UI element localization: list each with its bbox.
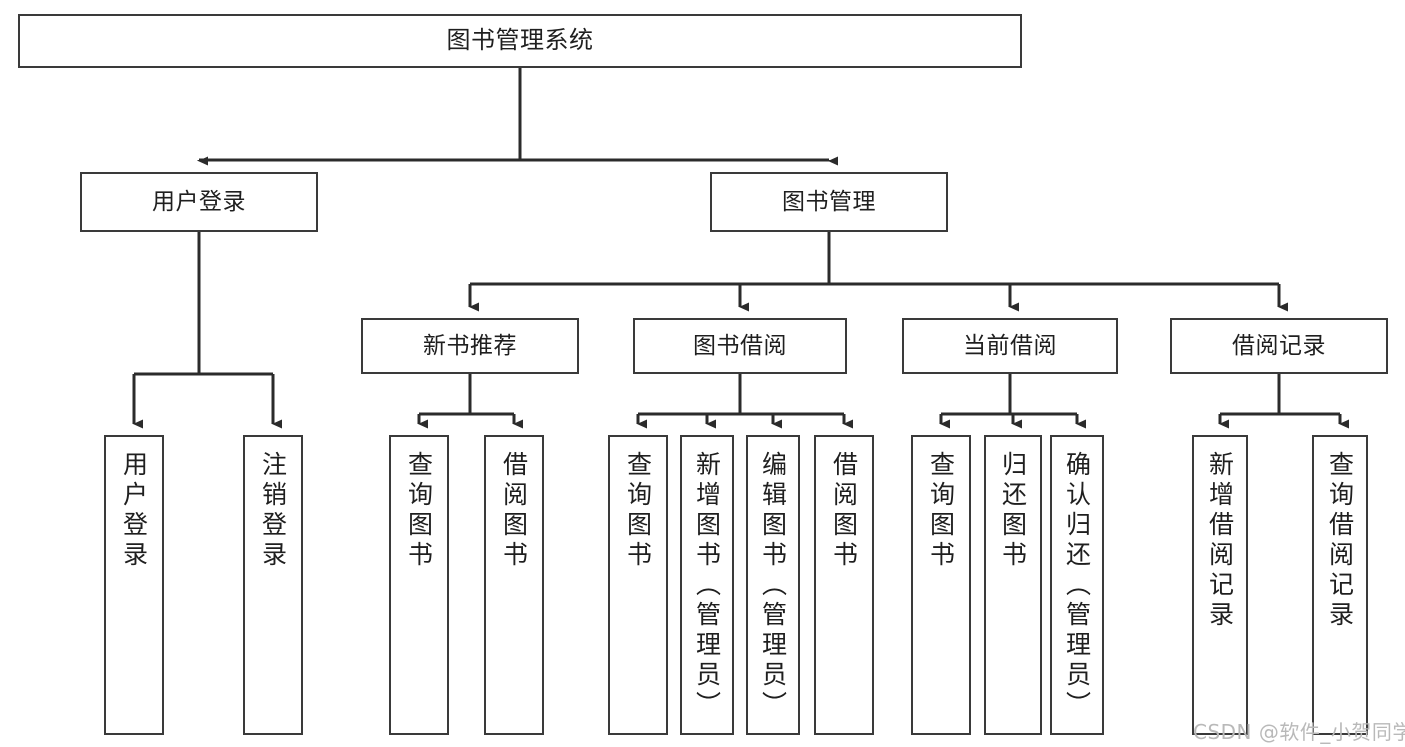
node-label: 新增图书（管理员） (692, 451, 722, 721)
node-label: 图书借阅 (693, 332, 787, 359)
node-current[interactable]: 当前借阅 (902, 318, 1118, 374)
node-root[interactable]: 图书管理系统 (18, 14, 1022, 68)
node-login[interactable]: 用户登录 (80, 172, 318, 232)
node-label: 查询图书 (926, 451, 956, 571)
node-l1[interactable]: 用户登录 (104, 435, 164, 735)
node-label: 查询借阅记录 (1325, 451, 1355, 631)
node-label: 新书推荐 (423, 332, 517, 359)
node-label: 确认归还（管理员） (1062, 451, 1092, 721)
node-label: 当前借阅 (963, 332, 1057, 359)
node-l11[interactable]: 确认归还（管理员） (1050, 435, 1104, 735)
node-label: 用户登录 (119, 451, 149, 571)
node-label: 新增借阅记录 (1205, 451, 1235, 631)
node-label: 图书管理 (782, 188, 876, 215)
node-label: 查询图书 (623, 451, 653, 571)
node-bookmgmt[interactable]: 图书管理 (710, 172, 948, 232)
node-records[interactable]: 借阅记录 (1170, 318, 1388, 374)
node-borrow[interactable]: 图书借阅 (633, 318, 847, 374)
node-l12[interactable]: 新增借阅记录 (1192, 435, 1248, 735)
node-l13[interactable]: 查询借阅记录 (1312, 435, 1368, 735)
node-label: 借阅图书 (499, 451, 529, 571)
node-l6[interactable]: 新增图书（管理员） (680, 435, 734, 735)
node-label: 借阅图书 (829, 451, 859, 571)
node-l2[interactable]: 注销登录 (243, 435, 303, 735)
node-l8[interactable]: 借阅图书 (814, 435, 874, 735)
node-l9[interactable]: 查询图书 (911, 435, 971, 735)
node-label: 归还图书 (998, 451, 1028, 571)
node-l5[interactable]: 查询图书 (608, 435, 668, 735)
node-l4[interactable]: 借阅图书 (484, 435, 544, 735)
csdn-watermark: CSDN @软件_小贺同学 (1193, 720, 1405, 744)
node-label: 用户登录 (152, 188, 246, 215)
node-label: 编辑图书（管理员） (758, 451, 788, 721)
node-label: 查询图书 (404, 451, 434, 571)
node-label: 图书管理系统 (446, 26, 594, 55)
node-l3[interactable]: 查询图书 (389, 435, 449, 735)
node-label: 注销登录 (258, 451, 288, 571)
node-newbook[interactable]: 新书推荐 (361, 318, 579, 374)
node-label: 借阅记录 (1232, 332, 1326, 359)
node-l7[interactable]: 编辑图书（管理员） (746, 435, 800, 735)
node-l10[interactable]: 归还图书 (984, 435, 1042, 735)
